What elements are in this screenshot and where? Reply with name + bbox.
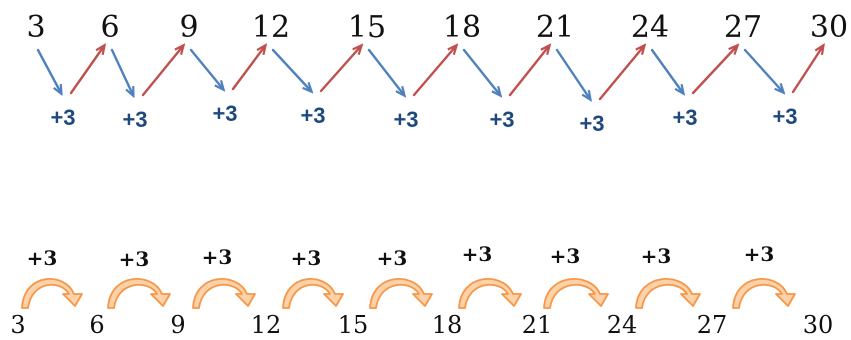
bottom-number: 12 xyxy=(251,311,282,339)
bottom-number: 21 xyxy=(522,311,553,339)
up-arrow-icon xyxy=(231,46,265,91)
top-row: 3 6 9 12 15 18 21 24 27 30 +3 +3 +3 +3 +3 +3 +3 +3 +3 xyxy=(26,10,848,136)
hop-arc-icon xyxy=(543,278,609,309)
bottom-number: 3 xyxy=(10,311,25,339)
top-number: 12 xyxy=(252,10,290,45)
top-number: 9 xyxy=(179,10,198,45)
up-arrow-icon xyxy=(412,46,456,97)
down-arrow-icon xyxy=(650,48,683,93)
bottom-number: 18 xyxy=(432,311,463,339)
up-arrow-icon xyxy=(141,46,183,97)
top-number: 18 xyxy=(443,10,481,45)
hop-arc-icon xyxy=(192,278,256,309)
top-step-label: +3 xyxy=(122,107,147,132)
hop-arc-icon xyxy=(107,278,171,309)
hop-arc-icon xyxy=(635,278,701,309)
down-arrow-icon xyxy=(189,48,223,89)
top-number: 3 xyxy=(26,10,45,45)
hop-arc-icon xyxy=(732,278,796,309)
up-arrow-icon xyxy=(508,46,549,97)
down-arrow-icon xyxy=(367,48,404,95)
top-step-label: +3 xyxy=(772,104,797,129)
bottom-step-label: +3 xyxy=(641,244,672,268)
bottom-step-label: +3 xyxy=(27,246,58,270)
bottom-number: 6 xyxy=(89,311,104,339)
top-step-label: +3 xyxy=(212,101,237,126)
down-arrow-icon xyxy=(743,48,783,92)
bottom-step-label: +3 xyxy=(291,246,322,270)
top-step-label: +3 xyxy=(672,105,697,130)
top-step-label: +3 xyxy=(50,105,75,130)
down-arrow-icon xyxy=(110,48,133,95)
top-number: 15 xyxy=(348,10,386,45)
hop-arc-icon xyxy=(282,278,344,309)
top-number: 21 xyxy=(536,10,574,45)
up-arrow-icon xyxy=(598,46,644,101)
top-step-label: +3 xyxy=(300,103,325,128)
top-step-label: +3 xyxy=(579,111,604,136)
bottom-number: 24 xyxy=(607,311,638,339)
top-number: 27 xyxy=(724,10,762,45)
up-arrow-icon xyxy=(791,46,823,94)
up-arrow-icon xyxy=(69,46,104,95)
down-arrow-icon xyxy=(36,48,61,93)
bottom-step-label: +3 xyxy=(550,244,581,268)
up-arrow-icon xyxy=(319,46,361,93)
bottom-row: 3 6 9 12 15 18 21 24 27 30 +3 +3 +3 +3 +3 +3 +3 +3 +3 xyxy=(10,242,833,339)
top-step-label: +3 xyxy=(393,107,418,132)
bottom-number: 30 xyxy=(803,311,834,339)
up-arrow-icon xyxy=(691,46,737,95)
bottom-number: 15 xyxy=(338,311,369,339)
bottom-step-label: +3 xyxy=(462,242,493,266)
hop-arc-icon xyxy=(458,278,522,309)
top-number: 24 xyxy=(631,10,669,45)
down-arrow-icon xyxy=(462,48,500,95)
down-arrow-icon xyxy=(271,48,311,91)
bottom-step-label: +3 xyxy=(744,242,775,266)
bottom-step-label: +3 xyxy=(119,247,150,271)
bottom-number: 9 xyxy=(170,311,185,339)
hop-arc-icon xyxy=(21,278,83,309)
down-arrow-icon xyxy=(555,48,590,99)
top-number: 30 xyxy=(810,10,848,45)
top-number: 6 xyxy=(100,10,119,45)
bottom-step-label: +3 xyxy=(202,245,233,269)
bottom-number: 27 xyxy=(697,311,728,339)
bottom-step-label: +3 xyxy=(377,246,408,270)
top-step-label: +3 xyxy=(489,107,514,132)
hop-arc-icon xyxy=(369,278,433,309)
